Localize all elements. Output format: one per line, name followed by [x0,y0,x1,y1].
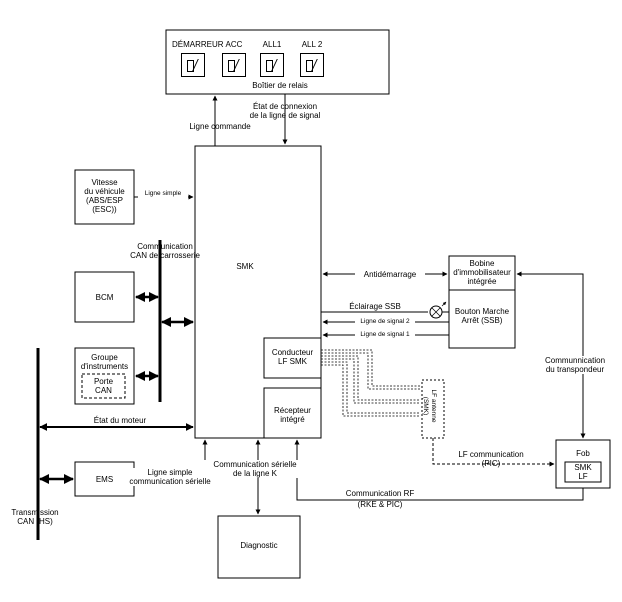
can-gateway-label-2: CAN [95,386,112,395]
k-line-label-2: de la ligne K [200,469,310,478]
lf-comm-label-2: (PIC) [481,459,501,468]
body-can-label-2: CAN de carrosserie [130,251,200,260]
signal-line-2-label: Ligne de signal 2 [355,318,415,326]
lf-communication-line [432,438,555,467]
hs-can-label-2: CAN (HS) [17,517,53,526]
lf-comm-label-1: LF communication [446,450,536,459]
k-line-label-1: Communication sérielle [200,460,310,469]
relay-ign2-icon [300,53,324,77]
fob-inner-label-2: LF [578,472,588,481]
cluster-label-2: d'instruments [80,362,129,371]
signal-line-1-label: Ligne de signal 1 [355,331,415,339]
body-can-label-1: Communication [137,242,193,251]
smk-label: SMK [236,262,254,271]
diagnostic-box [217,515,301,579]
relay-starter-icon [181,53,205,77]
fob-inner-label-1: SMK [574,463,592,472]
receiver-label-1: Récepteur [274,406,311,415]
fob-inner-box [564,461,602,483]
can-gateway-box [81,373,126,399]
simple-serial-label-2: communication sérielle [120,477,220,486]
immobilizer-label-1: Bobine [469,259,495,268]
receiver-label-2: intégré [280,415,305,424]
lf-driver-label-1: Conducteur [271,348,314,357]
can-gateway-label-1: Porte [93,377,114,386]
lf-driver-antenna-links [321,349,420,417]
lf-driver-box [263,337,322,379]
signal-status-label-2: de la ligne de signal [249,111,321,120]
relay-acc-label: ACC [225,40,243,49]
vehicle-speed-label-3: (ABS/ESP [86,196,123,205]
ems-label: EMS [95,475,114,484]
rf-comm-label-1: Communication RF [335,489,425,498]
transponder-label-2: du transpondeur [535,365,615,374]
immobilizer-label-3: intégrée [467,277,497,286]
ssb-label-1: Bouton Marche [454,307,510,316]
immobilizer-ssb-box [448,255,516,349]
simple-line-label: Ligne simple [138,190,188,198]
relay-acc-icon [222,53,246,77]
bcm-label: BCM [95,293,114,302]
ssb-label-2: Arrêt (SSB) [461,316,503,325]
cluster-label-1: Groupe [91,353,118,362]
rf-comm-label-2: (RKE & PIC) [357,500,403,509]
bcm-box [74,271,135,323]
vehicle-speed-label-4: (ESC)) [92,205,117,214]
relay-ign1-label: ALL1 [262,40,282,49]
diagnostic-label: Diagnostic [240,541,278,550]
receiver-box [263,387,322,439]
relay-ign2-label: ALL 2 [301,40,323,49]
lf-antenna-box [421,379,445,439]
relay-starter-label: DÉMARREUR [172,40,224,49]
transponder-label-1: Communnication [535,356,615,365]
relay-ign1-icon [260,53,284,77]
engine-state-label: État du moteur [93,416,147,425]
immobilizer-label-2: d'immobilisateur [453,268,511,277]
ssb-lighting-label: Éclairage SSB [349,302,401,311]
vehicle-speed-label-1: Vitesse [91,178,118,187]
vehicle-speed-label-2: du véhicule [84,187,125,196]
command-line-label: Ligne commande [189,122,251,131]
antenna-label-1: LF antenne [430,389,437,423]
transponder-line [516,271,586,439]
antistart-label: Antidémarrage [355,270,425,279]
fob-title: Fob [576,449,590,458]
vehicle-speed-box [74,169,135,225]
relay-box-title: Boîtier de relais [252,81,308,90]
hs-can-label-1: Transmission [11,508,59,517]
antenna-label-2: (SMK) [422,396,429,416]
simple-serial-label-1: Ligne simple [130,468,210,477]
signal-status-label-1: État de connexion [252,102,318,111]
lf-driver-label-2: LF SMK [278,357,307,366]
